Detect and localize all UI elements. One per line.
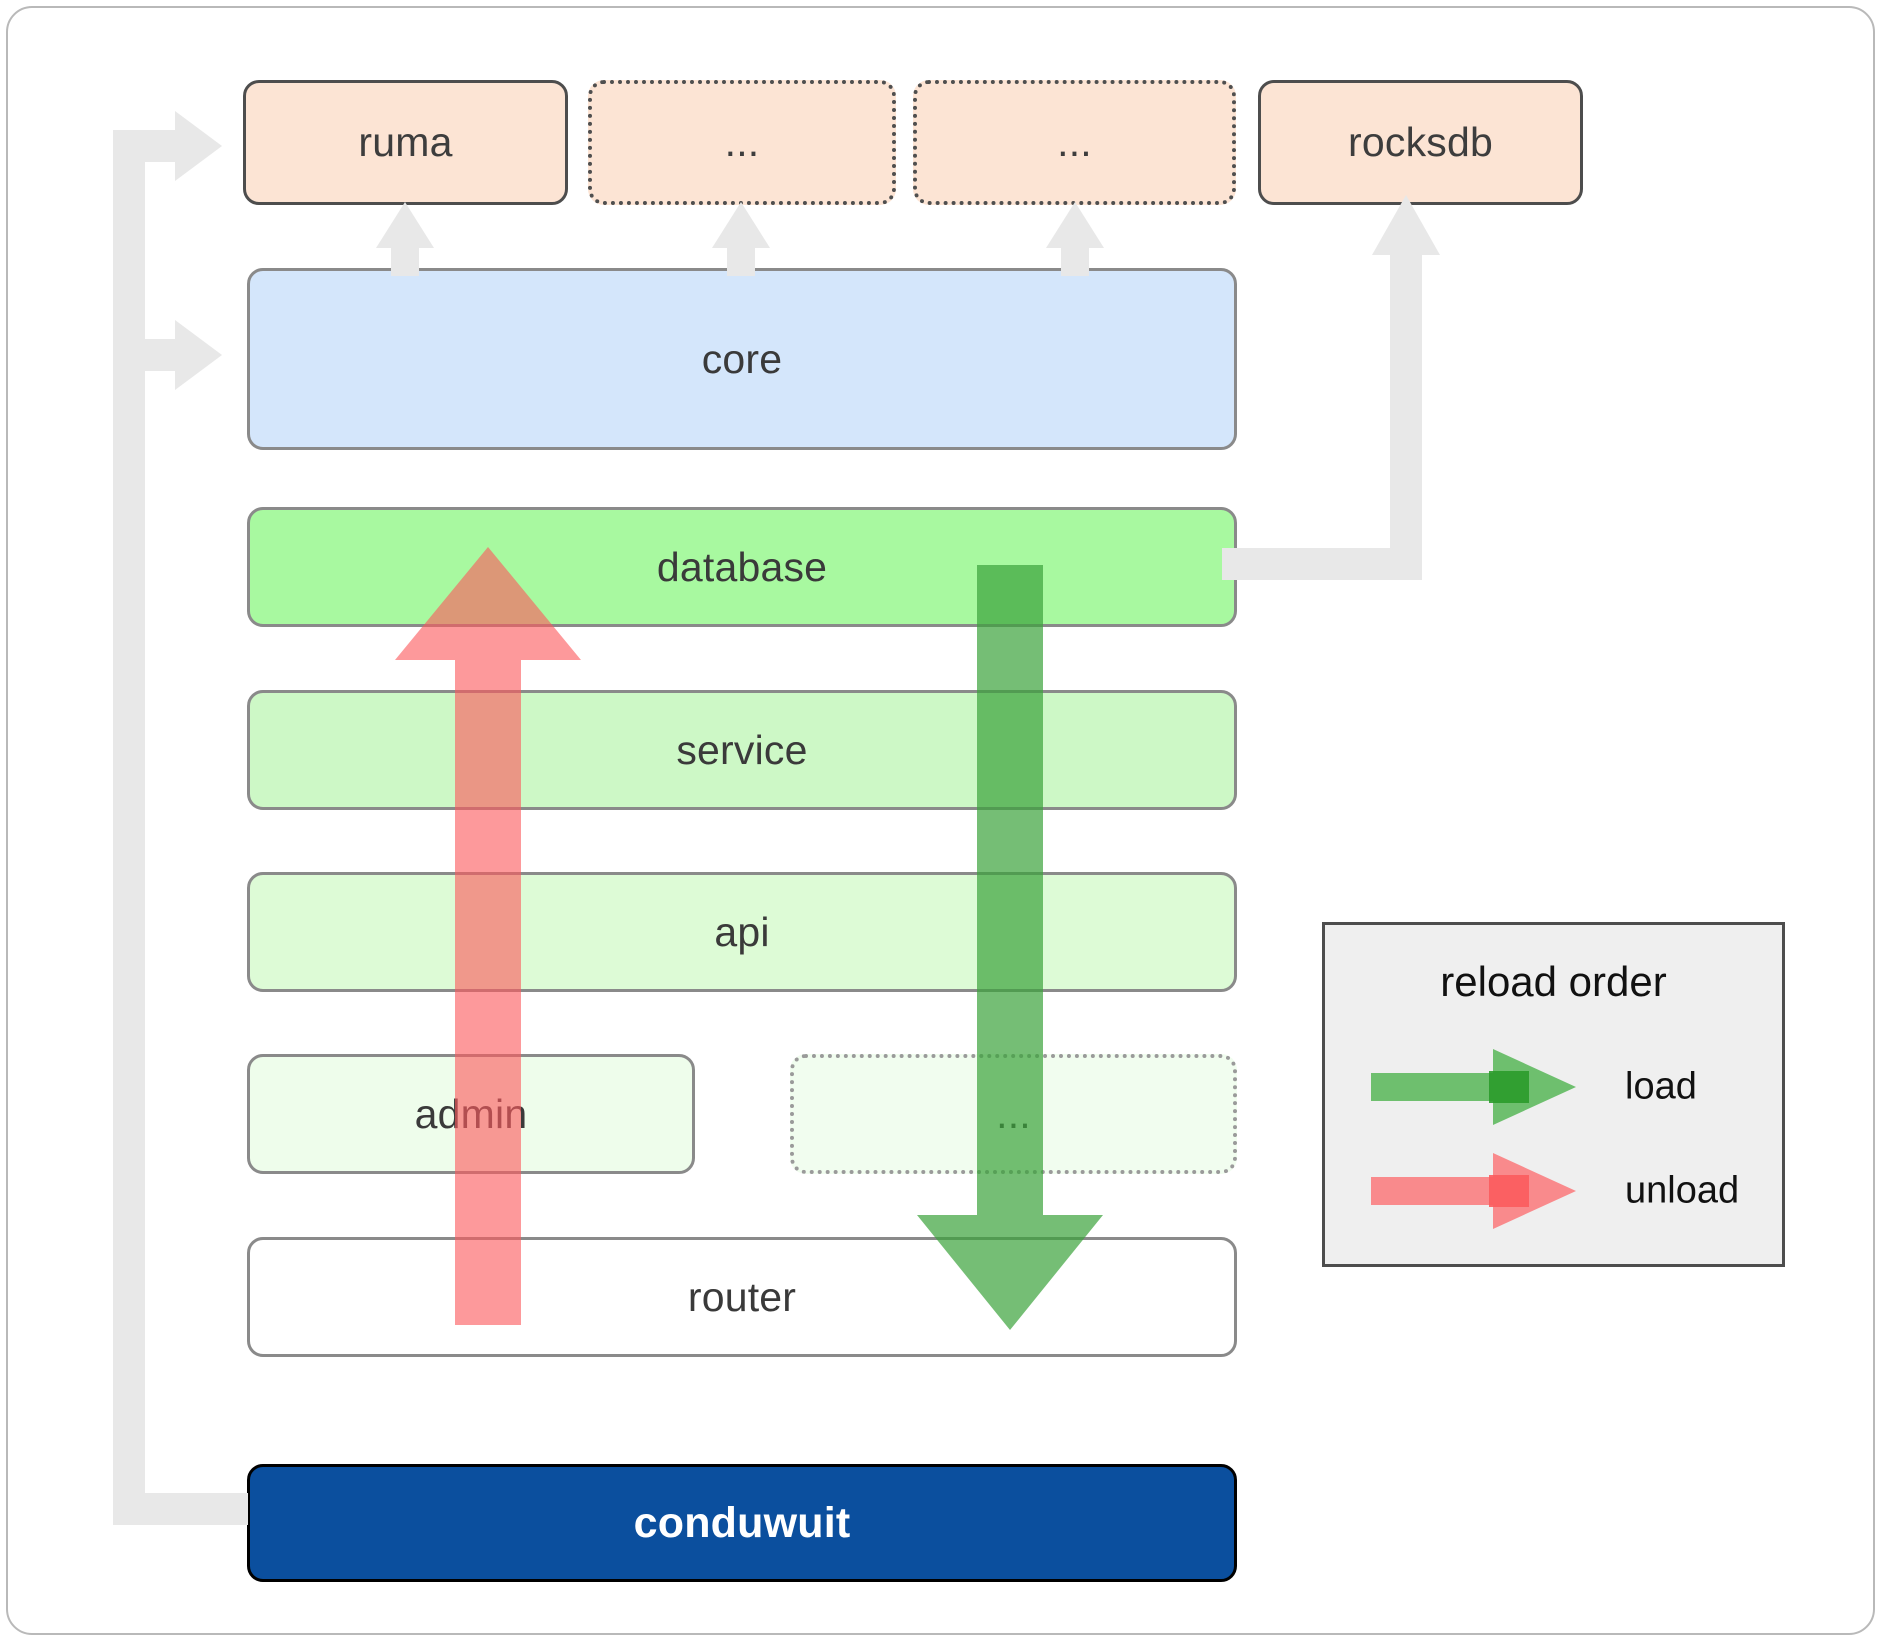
node-rocksdb-label: rocksdb — [1348, 119, 1493, 165]
node-ruma[interactable]: ruma — [243, 80, 568, 205]
node-core-label: core — [701, 335, 783, 382]
node-database-label: database — [656, 543, 828, 590]
diagram-frame — [6, 6, 1875, 1635]
node-crate-ellipsis-1-label: ... — [724, 119, 760, 165]
node-router-label: router — [687, 1273, 797, 1320]
node-admin[interactable]: admin — [247, 1054, 695, 1174]
node-ruma-label: ruma — [358, 119, 453, 165]
node-service-label: service — [676, 726, 808, 773]
node-crate-ellipsis-1[interactable]: ... — [588, 80, 896, 205]
legend-item-unload-label: unload — [1625, 1169, 1740, 1212]
arrow-right-icon — [1371, 1153, 1576, 1229]
arrow-right-icon — [1371, 1049, 1576, 1125]
node-crate-ellipsis-2[interactable]: ... — [913, 80, 1236, 205]
node-service[interactable]: service — [247, 690, 1237, 810]
node-database[interactable]: database — [247, 507, 1237, 627]
legend-panel: reload order load unload — [1322, 922, 1785, 1267]
node-conduwuit[interactable]: conduwuit — [247, 1464, 1237, 1582]
legend-item-unload[interactable]: unload — [1325, 1151, 1782, 1231]
node-layer-ellipsis-label: ... — [996, 1090, 1031, 1137]
node-core[interactable]: core — [247, 268, 1237, 450]
node-api-label: api — [714, 908, 770, 955]
node-admin-label: admin — [414, 1090, 528, 1137]
node-router[interactable]: router — [247, 1237, 1237, 1357]
node-api[interactable]: api — [247, 872, 1237, 992]
node-crate-ellipsis-2-label: ... — [1057, 119, 1092, 165]
legend-title: reload order — [1440, 958, 1667, 1005]
node-layer-ellipsis[interactable]: ... — [790, 1054, 1237, 1174]
node-conduwuit-label: conduwuit — [633, 1498, 851, 1547]
legend-item-load-label: load — [1625, 1065, 1697, 1108]
legend-item-load[interactable]: load — [1325, 1047, 1782, 1127]
node-rocksdb[interactable]: rocksdb — [1258, 80, 1583, 205]
